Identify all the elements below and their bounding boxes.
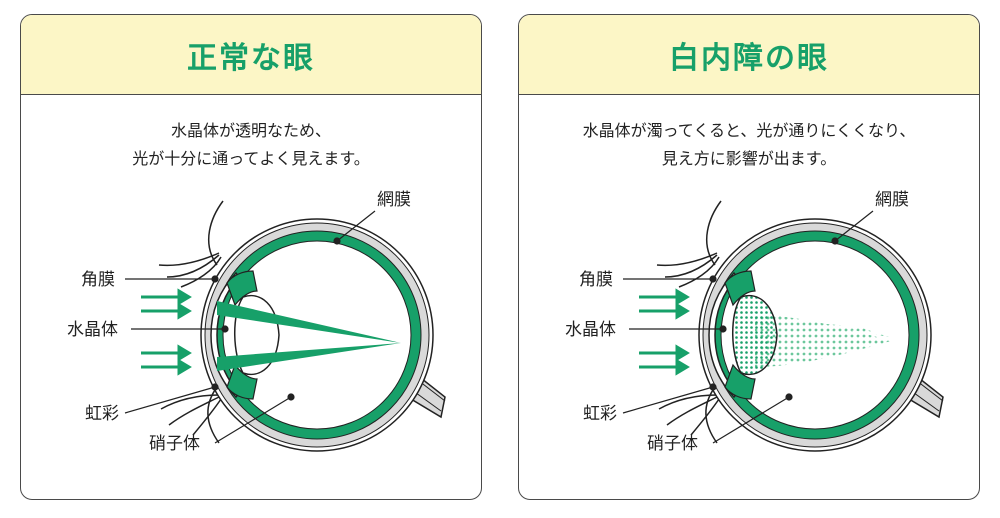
description-line-2: 見え方に影響が出ます。 bbox=[661, 149, 837, 168]
eyelashes-lower bbox=[160, 394, 222, 436]
eye-diagram-normal: 網膜 角膜 水晶体 虹彩 硝子体 bbox=[67, 190, 446, 454]
iris-lower bbox=[724, 363, 756, 400]
leader-lines bbox=[124, 210, 376, 444]
description-line-1: 水晶体が透明なため、 bbox=[170, 121, 331, 140]
panel-cataract-eye: 白内障の眼 水晶体が濁ってくると、光が通りにくくなり、 見え方に影響が出ます。 bbox=[518, 14, 980, 500]
iris-lower bbox=[226, 363, 258, 400]
eyelid-lower bbox=[207, 386, 220, 444]
label-vitreous: 硝子体 bbox=[149, 434, 200, 454]
leader-lines bbox=[622, 210, 874, 444]
label-vitreous: 硝子体 bbox=[647, 434, 698, 454]
vitreous-body bbox=[222, 240, 412, 430]
panel-title: 白内障の眼 bbox=[669, 40, 829, 76]
description-line-2: 光が十分に通ってよく見えます。 bbox=[132, 149, 370, 168]
panel-header: 正常な眼 bbox=[21, 15, 481, 95]
label-cornea: 角膜 bbox=[579, 270, 613, 290]
iris-upper bbox=[724, 270, 756, 307]
eyelashes-lower bbox=[658, 394, 720, 436]
panel-normal-eye: 正常な眼 水晶体が透明なため、 光が十分に通ってよく見えます。 bbox=[20, 14, 482, 500]
eyelid-upper bbox=[706, 200, 722, 266]
label-iris: 虹彩 bbox=[85, 404, 119, 424]
incoming-light-arrows bbox=[639, 288, 690, 376]
eyelashes-upper bbox=[656, 252, 720, 288]
scattered-light-wide bbox=[755, 315, 891, 367]
description-line-1: 水晶体が濁ってくると、光が通りにくくなり、 bbox=[582, 121, 916, 140]
panel-header: 白内障の眼 bbox=[519, 15, 979, 95]
label-iris: 虹彩 bbox=[583, 404, 617, 424]
eyelashes-upper bbox=[158, 252, 222, 288]
label-retina: 網膜 bbox=[875, 190, 909, 210]
eyelid-lower bbox=[705, 386, 718, 444]
label-retina: 網膜 bbox=[377, 190, 411, 210]
panel-title: 正常な眼 bbox=[187, 40, 315, 76]
light-beam-lower bbox=[217, 343, 401, 371]
label-lens: 水晶体 bbox=[67, 320, 118, 340]
eyelid-upper bbox=[208, 200, 224, 266]
panel-description: 水晶体が透明なため、 光が十分に通ってよく見えます。 bbox=[21, 117, 481, 173]
iris-upper bbox=[226, 270, 258, 307]
panel-description: 水晶体が濁ってくると、光が通りにくくなり、 見え方に影響が出ます。 bbox=[519, 117, 979, 173]
light-beam-upper bbox=[217, 301, 401, 343]
eye-diagram-cataract: 網膜 角膜 水晶体 虹彩 硝子体 bbox=[565, 190, 944, 454]
label-lens: 水晶体 bbox=[565, 320, 616, 340]
incoming-light-arrows bbox=[141, 288, 192, 376]
label-cornea: 角膜 bbox=[81, 270, 115, 290]
cloudy-lens bbox=[732, 294, 778, 376]
